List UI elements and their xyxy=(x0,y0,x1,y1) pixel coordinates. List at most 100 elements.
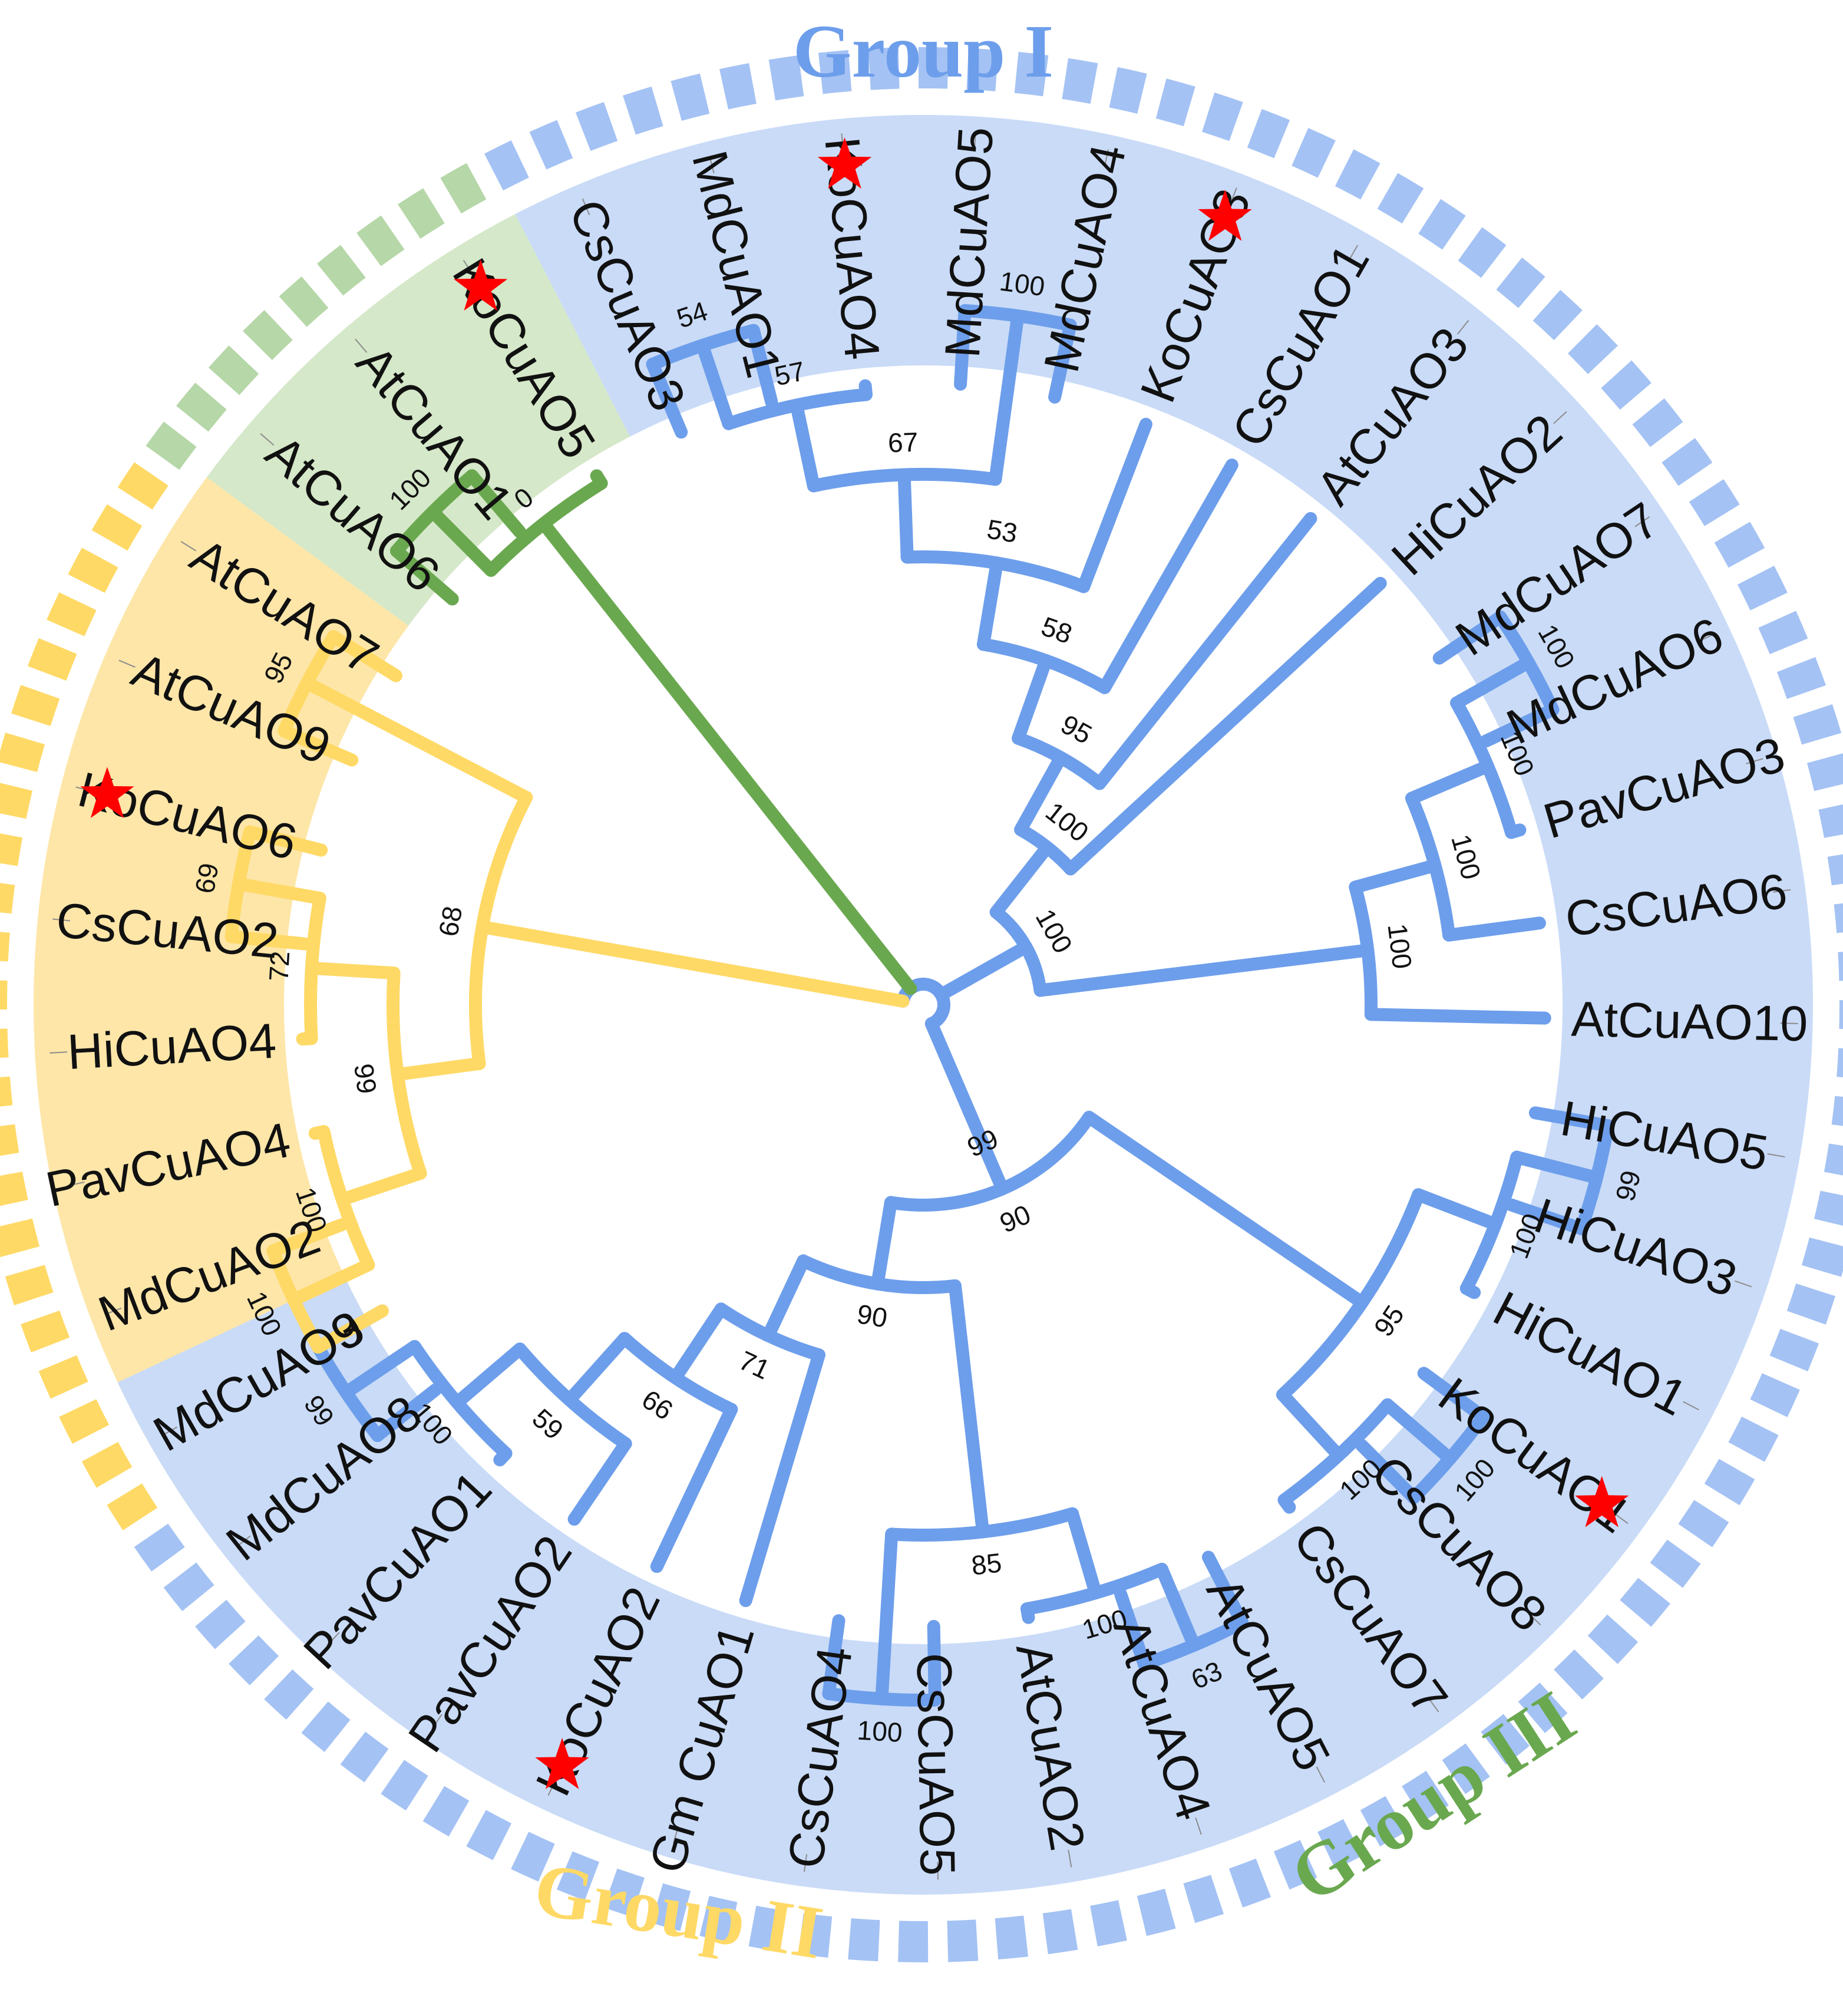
leaf-tick xyxy=(1773,889,1791,893)
leaf-tick xyxy=(709,156,715,174)
branch-line xyxy=(1364,1008,1551,1025)
ring-segment xyxy=(0,932,10,962)
ring-segment xyxy=(163,1562,214,1612)
bootstrap-value: 100 xyxy=(998,265,1046,302)
ring-segment xyxy=(1737,565,1788,611)
branch-line xyxy=(557,935,910,1008)
branch-arc xyxy=(976,638,1111,694)
ring-segment xyxy=(603,1868,645,1917)
ring-segment xyxy=(1418,199,1466,250)
leaf-tick xyxy=(52,918,71,922)
branch-line xyxy=(224,930,312,951)
sector-g3 xyxy=(206,214,630,626)
branch-line xyxy=(948,1279,990,1539)
ring-segment xyxy=(1689,479,1740,526)
ring-segment xyxy=(0,833,23,866)
branch-line xyxy=(567,1437,632,1526)
branch-arc xyxy=(797,1254,962,1294)
branch-line xyxy=(475,920,570,948)
ring-segment xyxy=(1377,173,1424,224)
branch-line xyxy=(389,544,459,606)
branch-arc xyxy=(900,550,1091,593)
leaf-label: CsCuAO5 xyxy=(907,1652,966,1876)
branch-line xyxy=(934,940,1033,1001)
bootstrap-value: 90 xyxy=(855,1298,890,1334)
branch-arc xyxy=(1575,1119,1615,1236)
branch-line xyxy=(1510,1150,1603,1184)
branch-arc xyxy=(387,966,427,1180)
ring-segment xyxy=(1228,1858,1271,1908)
ring-segment xyxy=(381,1760,428,1811)
branch-line xyxy=(465,469,527,539)
ring-segment xyxy=(466,1810,512,1860)
branch-line xyxy=(790,398,820,493)
branch-line xyxy=(1077,417,1152,593)
ring-segment xyxy=(1042,1909,1078,1955)
ring-segment xyxy=(1090,1900,1127,1946)
branch-line xyxy=(1063,576,1387,876)
ring-segment xyxy=(1831,1096,1843,1126)
ring-segment xyxy=(1481,1714,1530,1765)
branch-arc xyxy=(958,304,1077,332)
ring-segment xyxy=(1532,289,1583,341)
branch-arc xyxy=(304,892,326,1045)
ring-segment xyxy=(1402,1770,1449,1822)
ring-segment xyxy=(699,1895,738,1943)
ring-segment xyxy=(1704,1459,1755,1506)
ring-segment xyxy=(1776,656,1826,700)
bootstrap-value: 100 xyxy=(1445,831,1487,883)
leaf-tick xyxy=(104,1307,122,1315)
branch-line xyxy=(266,1218,349,1258)
leaf-tick xyxy=(582,198,590,216)
bootstrap-value: 66 xyxy=(636,1384,678,1426)
ring-segment xyxy=(798,1913,833,1958)
branch-line xyxy=(646,358,688,439)
branch-arc xyxy=(1459,1150,1524,1295)
branch-line xyxy=(1459,1282,1481,1299)
branch-arc xyxy=(822,1687,942,1707)
ring-segment xyxy=(0,733,45,773)
group-title-g1: Group I xyxy=(793,9,1053,93)
ring-segment xyxy=(1518,1682,1568,1733)
branch-arc xyxy=(722,388,873,430)
branch-line xyxy=(897,468,914,564)
ring-segment xyxy=(0,1124,19,1156)
branch-arc xyxy=(408,1339,513,1460)
branch-line xyxy=(1014,751,1068,836)
leaf-tick xyxy=(67,1182,85,1187)
branch-line xyxy=(537,517,917,995)
ring-segment xyxy=(1458,227,1507,278)
ring-segment xyxy=(748,1905,785,1952)
leaf-tick xyxy=(1527,1612,1541,1626)
branch-line xyxy=(391,1057,486,1081)
bootstrap-value: 67 xyxy=(887,427,919,458)
ring-segment xyxy=(995,1915,1029,1960)
ring-segment xyxy=(768,55,804,101)
ring-segment xyxy=(11,685,60,726)
branch-line xyxy=(989,840,1054,919)
branch-line xyxy=(308,1125,331,1140)
branch-arc xyxy=(807,468,1002,493)
ring-segment xyxy=(134,1523,185,1572)
branch-line xyxy=(1012,654,1053,745)
branch-line xyxy=(669,1302,728,1384)
sector-g2 xyxy=(33,477,409,1501)
ring-segment xyxy=(966,48,999,91)
leaf-tick xyxy=(1456,319,1469,335)
ring-segment xyxy=(1678,1500,1729,1548)
ring-segment xyxy=(1567,324,1618,374)
branch-arc xyxy=(513,1342,632,1450)
star-icon xyxy=(1198,189,1252,241)
branch-arc xyxy=(714,1302,825,1362)
branch-arc xyxy=(389,469,479,557)
ring-segment xyxy=(176,382,227,432)
bootstrap-value: 99 xyxy=(1610,1167,1647,1204)
ring-segment xyxy=(0,783,33,819)
ring-segment xyxy=(1620,1578,1671,1627)
branch-line xyxy=(426,505,498,577)
ring-segment xyxy=(556,1851,600,1900)
star-icon xyxy=(1575,1476,1629,1527)
ring-segment xyxy=(1183,1875,1224,1923)
branch-line xyxy=(339,1339,421,1399)
branch-arc xyxy=(317,1125,375,1272)
